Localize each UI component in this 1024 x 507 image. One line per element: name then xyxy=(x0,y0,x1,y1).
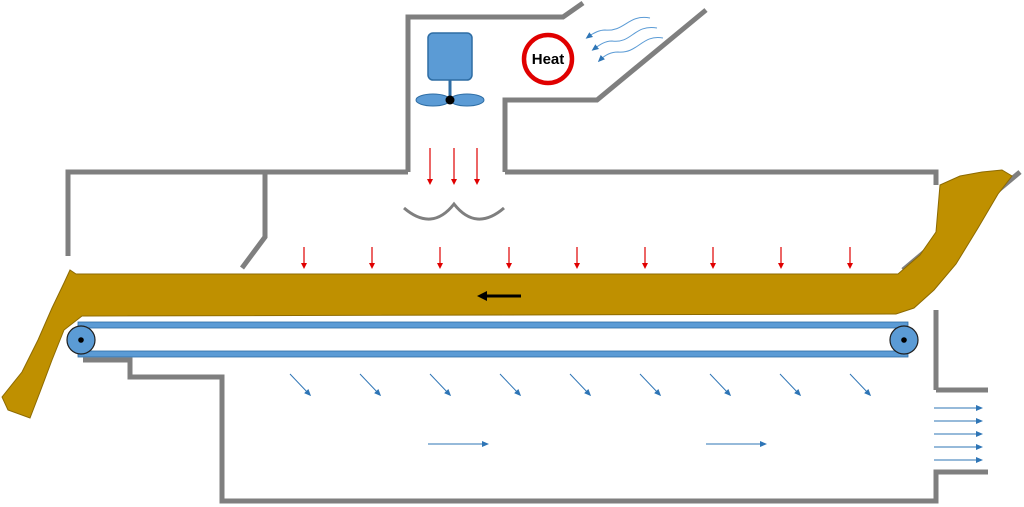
fan-blade-right xyxy=(449,93,485,107)
top-wall-left xyxy=(65,169,408,256)
heater-icon: Heat xyxy=(521,32,575,86)
diag-arrow-2 xyxy=(359,373,382,397)
roller-left xyxy=(66,325,96,355)
belt-top xyxy=(77,321,909,329)
left-chamber xyxy=(239,172,268,270)
air-diffuser xyxy=(403,201,505,221)
diag-arrow-4 xyxy=(499,373,522,397)
bottom-wall xyxy=(83,357,988,504)
exhaust-diagonal-arrows xyxy=(289,373,872,397)
fan-icon xyxy=(415,32,485,107)
diag-arrow-7 xyxy=(709,373,732,397)
duct-heat-arrows xyxy=(427,148,480,185)
product-heat-arrows xyxy=(301,247,853,269)
inlet-duct-right-wall xyxy=(502,8,708,172)
diag-arrow-6 xyxy=(639,373,662,397)
diag-arrow-3 xyxy=(429,373,452,397)
fan-hub xyxy=(445,95,455,105)
fan-motor xyxy=(427,32,473,81)
conveyor-belt xyxy=(66,321,919,358)
fan-blade-left xyxy=(415,93,451,107)
diag-arrow-5 xyxy=(569,373,592,397)
diag-arrow-1 xyxy=(289,373,312,397)
outlet-arrows xyxy=(934,405,983,463)
air-wave-1 xyxy=(585,16,651,39)
roller-right xyxy=(889,325,919,355)
air-wave-2 xyxy=(591,27,658,51)
air-wave-3 xyxy=(597,37,664,63)
inlet-duct-left-wall xyxy=(405,0,585,172)
heater-ring xyxy=(521,32,575,86)
diag-arrow-8 xyxy=(779,373,802,397)
diag-arrow-9 xyxy=(849,373,872,397)
heat-label: Heat xyxy=(532,51,565,68)
top-wall-right xyxy=(505,169,939,185)
incoming-air xyxy=(585,16,664,63)
belt-bottom xyxy=(77,350,909,358)
product-layer xyxy=(1,169,1013,419)
